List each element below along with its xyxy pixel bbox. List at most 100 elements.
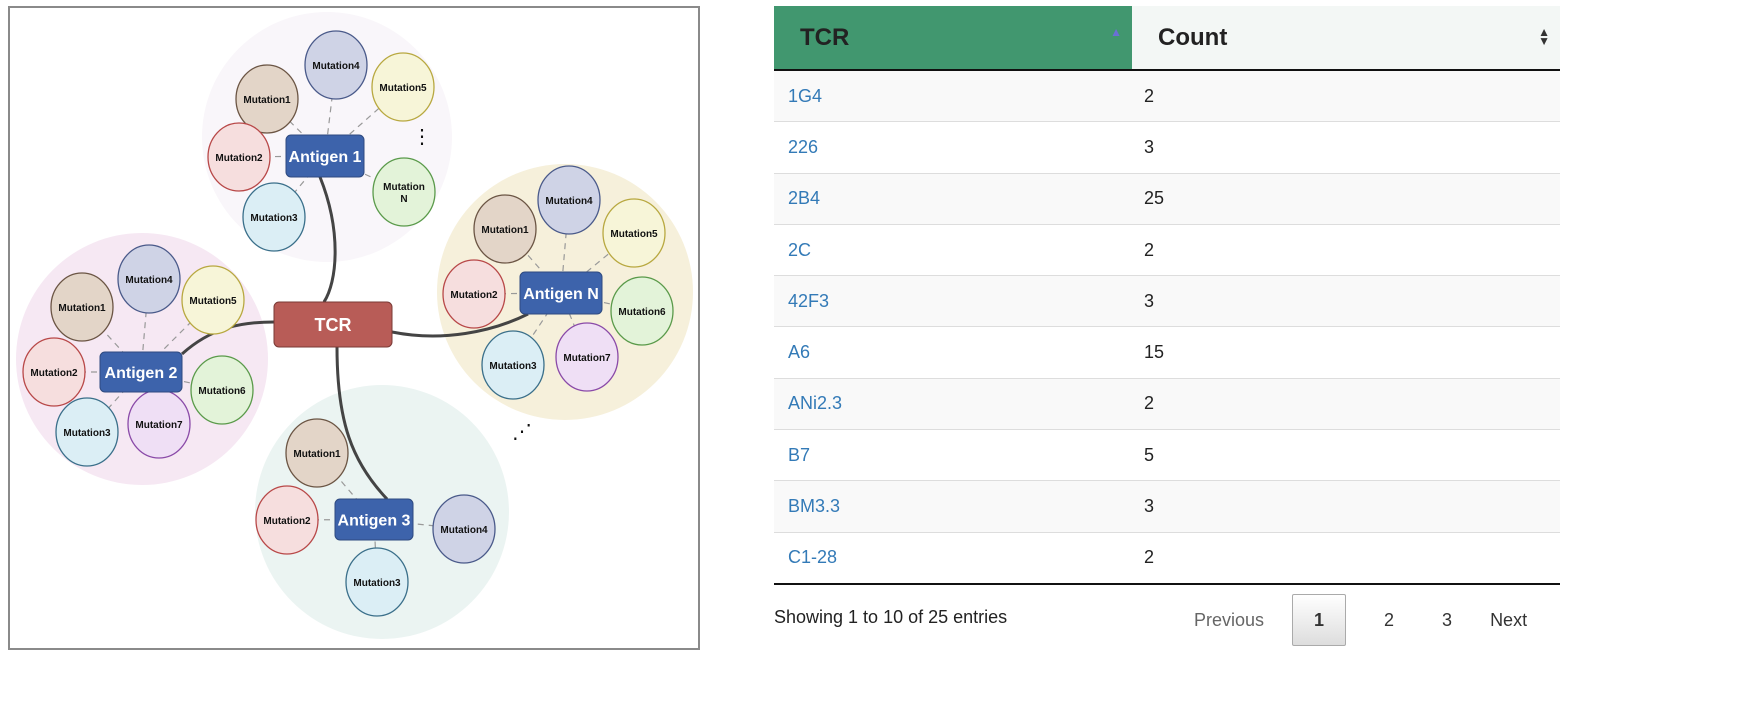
mutation-node: Mutation3 <box>345 547 409 617</box>
mutation-node: Mutation3 <box>481 330 545 400</box>
tcr-link[interactable]: 226 <box>788 136 819 157</box>
tcr-link[interactable]: 42F3 <box>788 290 830 311</box>
svg-text:Mutation6: Mutation6 <box>618 307 666 318</box>
tcr-cell[interactable]: 2C <box>774 223 1132 276</box>
count-cell: 2 <box>1132 377 1560 430</box>
table-row: C1-28 2 <box>774 531 1560 585</box>
svg-text:Mutation3: Mutation3 <box>489 361 537 372</box>
tcr-link[interactable]: A6 <box>788 342 811 363</box>
antigen-node: Antigen 2 <box>99 351 183 393</box>
page-3-button[interactable]: 3 <box>1442 610 1453 630</box>
svg-text:Mutation4: Mutation4 <box>440 525 488 536</box>
svg-text:Mutation4: Mutation4 <box>125 275 173 286</box>
tcr-cell[interactable]: B7 <box>774 429 1132 481</box>
svg-text:Mutation1: Mutation1 <box>481 225 529 236</box>
antigen-node: Antigen 1 <box>285 134 365 178</box>
table-row: 226 3 <box>774 121 1560 174</box>
tcr-cell[interactable]: A6 <box>774 326 1132 379</box>
mutation-node: Mutation6 <box>190 355 254 425</box>
table-row: 2B4 25 <box>774 172 1560 225</box>
svg-text:Mutation1: Mutation1 <box>58 303 106 314</box>
tcr-cell[interactable]: 2B4 <box>774 172 1132 225</box>
svg-text:Mutation3: Mutation3 <box>63 428 111 439</box>
svg-text:Mutation1: Mutation1 <box>293 449 341 460</box>
mutation-node: Mutation2 <box>442 259 506 329</box>
tcr-hub-node: TCR <box>273 301 393 348</box>
svg-text:Mutation3: Mutation3 <box>250 213 298 224</box>
tcr-link[interactable]: C1-28 <box>788 547 838 568</box>
mutation-node: Mutation5 <box>371 52 435 122</box>
svg-text:Antigen 2: Antigen 2 <box>105 365 178 382</box>
column-header-tcr[interactable]: TCR ▲ <box>774 6 1132 71</box>
mutation-node: Mutation2 <box>255 485 319 555</box>
svg-text:Mutation5: Mutation5 <box>379 83 427 94</box>
count-cell: 5 <box>1132 429 1560 481</box>
sort-both-icon: ▲▼ <box>1538 25 1550 48</box>
page-2-button[interactable]: 2 <box>1384 610 1395 630</box>
mutation-node: Mutation2 <box>22 337 86 407</box>
mutation-node: Mutation3 <box>242 182 306 252</box>
tcr-link[interactable]: 2B4 <box>788 188 821 209</box>
tcr-link[interactable]: BM3.3 <box>788 496 841 517</box>
svg-text:TCR: TCR <box>315 315 352 335</box>
svg-text:Mutation2: Mutation2 <box>30 368 78 379</box>
tcr-cell[interactable]: BM3.3 <box>774 480 1132 533</box>
mutation-node: Mutation1 <box>235 64 299 134</box>
count-cell: 2 <box>1132 531 1560 585</box>
tcr-link[interactable]: 1G4 <box>788 85 823 106</box>
pagination: Previous 1 2 3 Next <box>1180 594 1541 646</box>
svg-text:Mutation1: Mutation1 <box>243 95 291 106</box>
tcr-link[interactable]: ANi2.3 <box>788 393 843 414</box>
svg-text:Mutation5: Mutation5 <box>610 229 658 240</box>
tcr-link[interactable]: B7 <box>788 444 811 465</box>
tcr-cell[interactable]: 226 <box>774 121 1132 174</box>
table-row: A6 15 <box>774 326 1560 379</box>
tcr-cell[interactable]: C1-28 <box>774 531 1132 585</box>
count-cell: 3 <box>1132 121 1560 174</box>
tcr-cell[interactable]: ANi2.3 <box>774 377 1132 430</box>
svg-text:N: N <box>400 194 407 205</box>
table-row: B7 5 <box>774 429 1560 481</box>
page-1-button[interactable]: 1 <box>1292 594 1347 646</box>
mutation-node: Mutation4 <box>432 494 496 564</box>
table-info: Showing 1 to 10 of 25 entries <box>774 607 1008 627</box>
diagram-svg: Mutation1Mutation4Mutation5Mutation2Muta… <box>16 12 693 639</box>
column-header-count[interactable]: Count ▲▼ <box>1132 6 1560 71</box>
count-cell: 25 <box>1132 172 1560 225</box>
tcr-link[interactable]: 2C <box>788 239 812 260</box>
count-cell: 2 <box>1132 69 1560 122</box>
mutation-node: Mutation5 <box>602 198 666 268</box>
antigen-node: Antigen N <box>519 271 603 315</box>
next-button[interactable]: Next <box>1490 610 1528 630</box>
svg-text:Antigen 1: Antigen 1 <box>289 149 362 166</box>
svg-text:Mutation6: Mutation6 <box>198 386 246 397</box>
svg-text:Mutation4: Mutation4 <box>312 61 360 72</box>
mutation-node: Mutation7 <box>555 322 619 392</box>
tcr-antigen-edge <box>318 176 337 303</box>
tcr-antigen-edge <box>335 346 389 501</box>
svg-text:Antigen 3: Antigen 3 <box>338 513 411 530</box>
mutation-node: Mutation1 <box>285 418 349 488</box>
svg-text:Mutation3: Mutation3 <box>353 578 401 589</box>
svg-text:Mutation4: Mutation4 <box>545 196 593 207</box>
tcr-cell[interactable]: 1G4 <box>774 69 1132 122</box>
mutation-node: Mutation2 <box>207 122 271 192</box>
mutation-node: Mutation4 <box>304 30 368 100</box>
ellipsis-icon: ⋮ <box>412 126 432 148</box>
svg-text:Mutation7: Mutation7 <box>563 353 611 364</box>
table-row: ANi2.3 2 <box>774 377 1560 430</box>
svg-text:Mutation5: Mutation5 <box>189 296 237 307</box>
svg-text:Antigen N: Antigen N <box>523 286 599 303</box>
tcr-cell[interactable]: 42F3 <box>774 275 1132 327</box>
mutation-node: Mutation1 <box>473 194 537 264</box>
mutation-node: Mutation7 <box>127 389 191 459</box>
count-cell: 15 <box>1132 326 1560 379</box>
count-cell: 3 <box>1132 480 1560 533</box>
previous-button[interactable]: Previous <box>1194 610 1265 630</box>
table-row: BM3.3 3 <box>774 480 1560 533</box>
tcr-antigen-edge <box>391 312 529 338</box>
